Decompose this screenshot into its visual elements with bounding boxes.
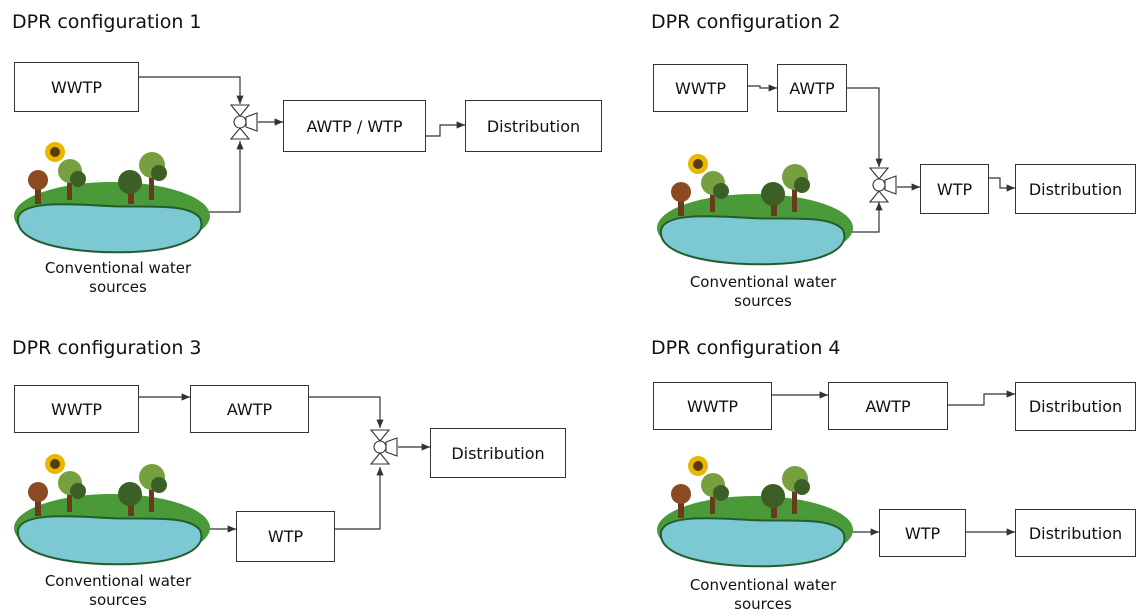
c3-wwtp-box: WWTP bbox=[14, 385, 139, 433]
c1-awtp-wtp-box: AWTP / WTP bbox=[283, 100, 426, 152]
tree-icon bbox=[761, 182, 785, 216]
c4-awtp-box: AWTP bbox=[828, 382, 948, 430]
connector-c2-awtp-valve bbox=[847, 87, 883, 167]
tree-icon bbox=[139, 464, 167, 512]
caption-line-2: sources bbox=[89, 591, 147, 609]
connector-c1-wwtp-valve bbox=[139, 76, 244, 104]
c2-wwtp-box: WWTP bbox=[653, 64, 748, 112]
c4-distribution-box-1: Distribution bbox=[1015, 382, 1136, 431]
tree-icon bbox=[28, 170, 48, 204]
tree-icon bbox=[671, 182, 691, 216]
tree-icon bbox=[28, 482, 48, 516]
tree-icon bbox=[782, 164, 810, 212]
connector-c2-wwtp-awtp bbox=[748, 84, 777, 92]
config-1-title: DPR configuration 1 bbox=[12, 11, 202, 33]
config-3-title: DPR configuration 3 bbox=[12, 337, 202, 359]
c3-awtp-box: AWTP bbox=[190, 385, 309, 433]
c2-distribution-box: Distribution bbox=[1015, 164, 1136, 214]
c3-sources-caption: Conventional water sources bbox=[28, 572, 208, 610]
caption-line-1: Conventional water bbox=[44, 572, 192, 590]
caption-line-2: sources bbox=[734, 595, 792, 613]
c2-wtp-box: WTP bbox=[920, 164, 989, 214]
tree-icon bbox=[118, 482, 142, 516]
c4-wtp-box: WTP bbox=[879, 509, 966, 557]
valve-icon bbox=[868, 167, 897, 203]
pond-scene-icon bbox=[14, 142, 210, 254]
tree-icon bbox=[701, 473, 729, 514]
c1-wwtp-box: WWTP bbox=[14, 62, 139, 112]
c4-distribution-box-2: Distribution bbox=[1015, 509, 1136, 557]
sun-icon bbox=[688, 456, 708, 476]
valve-icon bbox=[229, 104, 258, 140]
sun-icon bbox=[45, 454, 65, 474]
c2-sources-caption: Conventional water sources bbox=[673, 273, 853, 311]
pond-scene-icon bbox=[657, 456, 853, 568]
caption-line-2: sources bbox=[89, 278, 147, 296]
connector-c3-awtp-valve bbox=[309, 396, 384, 428]
c4-sources-caption: Conventional water sources bbox=[673, 576, 853, 614]
pond-scene-icon bbox=[657, 154, 853, 266]
tree-icon bbox=[118, 170, 142, 204]
config-2-title: DPR configuration 2 bbox=[651, 11, 841, 33]
connector-c2-wtp-dist bbox=[989, 177, 1015, 192]
c4-wwtp-box: WWTP bbox=[653, 382, 772, 430]
sun-icon bbox=[688, 154, 708, 174]
tree-icon bbox=[701, 171, 729, 212]
tree-icon bbox=[671, 484, 691, 518]
connector-c3-wtp-valve bbox=[335, 467, 384, 530]
connector-c1-pond-valve bbox=[205, 141, 244, 213]
connector-c2-pond-valve bbox=[847, 202, 883, 233]
caption-line-1: Conventional water bbox=[689, 273, 837, 291]
connector-c1-awtp-dist bbox=[426, 121, 465, 137]
pond-scene-icon bbox=[14, 454, 210, 566]
caption-line-2: sources bbox=[734, 292, 792, 310]
connector-c4-awtp-dist bbox=[948, 390, 1015, 406]
tree-icon bbox=[761, 484, 785, 518]
tree-icon bbox=[58, 159, 86, 200]
sun-icon bbox=[45, 142, 65, 162]
c2-awtp-box: AWTP bbox=[777, 64, 847, 112]
c1-sources-caption: Conventional water sources bbox=[28, 259, 208, 297]
tree-icon bbox=[139, 152, 167, 200]
config-4-title: DPR configuration 4 bbox=[651, 337, 841, 359]
c3-distribution-box: Distribution bbox=[430, 428, 566, 478]
valve-icon bbox=[369, 429, 398, 465]
tree-icon bbox=[58, 471, 86, 512]
tree-icon bbox=[782, 466, 810, 514]
caption-line-1: Conventional water bbox=[689, 576, 837, 594]
c3-wtp-box: WTP bbox=[236, 511, 335, 562]
caption-line-1: Conventional water bbox=[44, 259, 192, 277]
c1-distribution-box: Distribution bbox=[465, 100, 602, 152]
